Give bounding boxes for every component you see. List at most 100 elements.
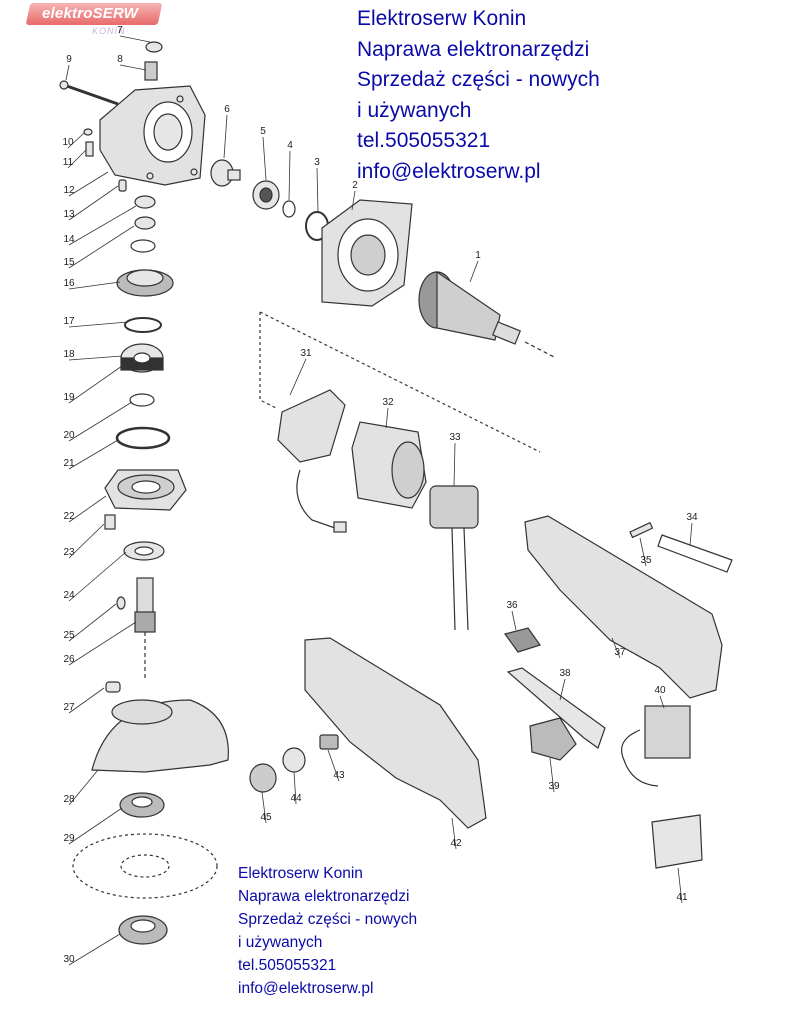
part-number-label: 8 [117,54,123,65]
leader-line [68,603,117,642]
leader-line [453,442,456,487]
part-number-label: 35 [640,555,652,566]
advert-line: Elektroserw Konin [357,7,527,30]
part-31-bracket-line [259,311,541,453]
leader-line [559,678,566,701]
part-number-label: 26 [63,654,75,665]
part-16-washer [130,239,156,253]
leader-line [119,64,147,71]
leader-line [119,35,151,43]
part-15-washer [134,216,156,230]
part-33-brush-holder [429,485,479,631]
part-number-label: 10 [62,137,74,148]
leader-line [68,281,121,290]
part-number-label: 3 [314,157,320,168]
part-5-bearing [252,180,280,210]
part-10-washer [83,128,93,136]
leader-line [549,757,555,793]
leader-line [677,867,683,904]
part-number-label: 31 [300,348,312,359]
part-30-lock-nut [118,915,168,945]
part-44-spacer [282,747,306,773]
part-number-label: 41 [676,892,688,903]
part-18-retaining-ring [124,317,162,333]
part-29-inner-flange [119,792,165,818]
part-number-label: 16 [63,278,75,289]
leader-line [68,621,137,666]
leader-line [68,321,129,328]
advert-line: tel.505055321 [357,129,491,152]
advert-bottom: Elektroserw Konin Naprawa elektronarzędz… [238,862,417,1000]
part-34-nameplate [657,534,733,573]
part-number-label: 7 [117,25,123,36]
leader-line [68,687,105,714]
leader-line [451,817,457,850]
part-number-label: 9 [66,54,72,65]
leader-line [68,225,135,269]
leader-line [68,171,109,197]
part-17-spiral-bevel-gear [116,269,174,297]
part-number-label: 30 [63,954,75,965]
advert-line: Elektroserw Konin [238,865,363,882]
advert-line: Sprzedaż części - nowych [238,911,418,928]
part-45-knob [249,763,277,793]
part-43-screw [319,734,339,750]
part-number-label: 25 [63,630,75,641]
part-number-label: 45 [260,812,272,823]
part-6-pinion [210,159,241,187]
part-23-screw [104,514,116,530]
leader-line [67,149,87,169]
part-number-label: 40 [654,685,666,696]
leader-line [289,358,307,396]
part-number-label: 42 [450,838,462,849]
leader-line [65,64,70,81]
parts-artwork [59,41,733,945]
leader-line [68,551,127,602]
part-number-label: 19 [63,392,75,403]
part-number-label: 17 [63,316,75,327]
part-number-label: 2 [352,180,358,191]
part-37-housing-half [524,515,723,699]
advert-line: Naprawa elektronarzędzi [238,888,410,905]
part-number-label: 43 [333,770,345,781]
leader-line [68,205,137,246]
part-number-label: 39 [548,781,560,792]
advert-line: info@elektroserw.pl [357,159,541,183]
part-25-woodruff-key [116,596,126,610]
part-38-switch-lever [506,667,606,749]
part-14-nut [134,195,156,209]
part-1-armature [418,270,557,359]
part-number-label: 32 [382,397,394,408]
part-number-label: 27 [63,702,75,713]
leader-line [639,537,647,567]
part-number-label: 20 [63,430,75,441]
part-2-bearing-box [321,199,413,307]
leader-line [611,637,621,659]
leader-line [469,260,479,283]
leader-line [68,495,107,523]
part-number-label: 12 [63,185,75,196]
advert-line: Sprzedaż części - nowych [357,68,600,91]
part-8-spring [144,61,158,81]
part-31-coil-holder [277,389,347,533]
part-41-terminal [651,814,703,869]
part-number-label: 29 [63,833,75,844]
part-21-o-ring [115,426,171,450]
part-19-ball-bearing [120,343,164,373]
part-number-label: 34 [686,512,698,523]
part-number-label: 24 [63,590,75,601]
leader-line [68,439,119,470]
part-42-housing-half [304,637,487,829]
leader-line [293,771,297,805]
leader-line [67,132,85,149]
advert-line: tel.505055321 [238,957,337,974]
leader-line [68,365,123,404]
part-number-label: 37 [614,647,626,658]
part-number-label: 36 [506,600,518,611]
leader-line [689,522,693,546]
part-11-pin [85,141,94,157]
part-number-label: 4 [287,140,293,151]
part-7-cap [145,41,163,53]
leader-line [351,190,356,211]
